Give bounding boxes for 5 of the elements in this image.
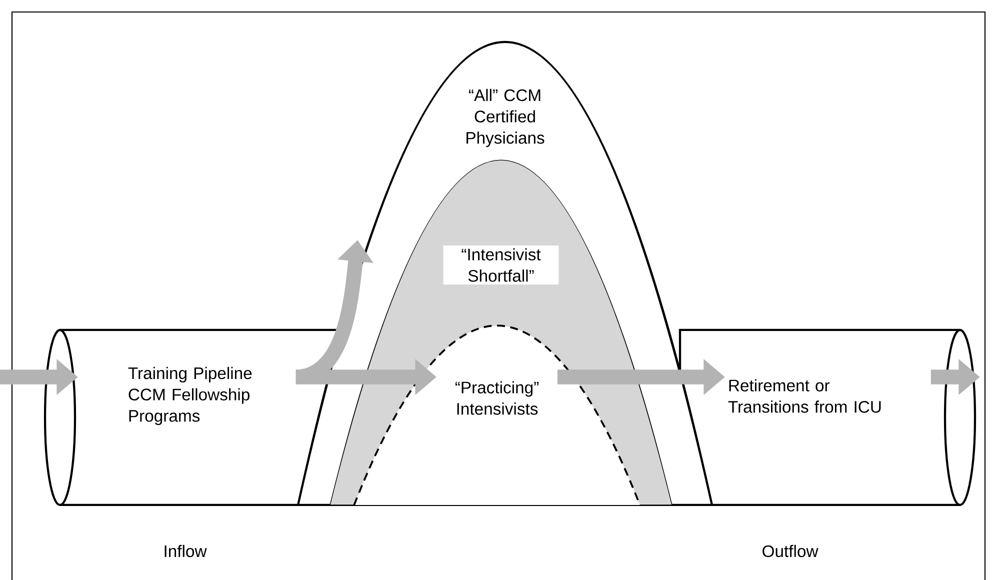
dashed-curve: “Practicing” Intensivists [353,324,641,506]
pipe: Retirement or Transitions from ICU [678,328,976,506]
pipe-caption: Inflow [164,544,207,558]
pipe: Training Pipeline CCM Fellowship Programs [44,328,342,506]
pipe-caption: Outflow [762,544,818,558]
